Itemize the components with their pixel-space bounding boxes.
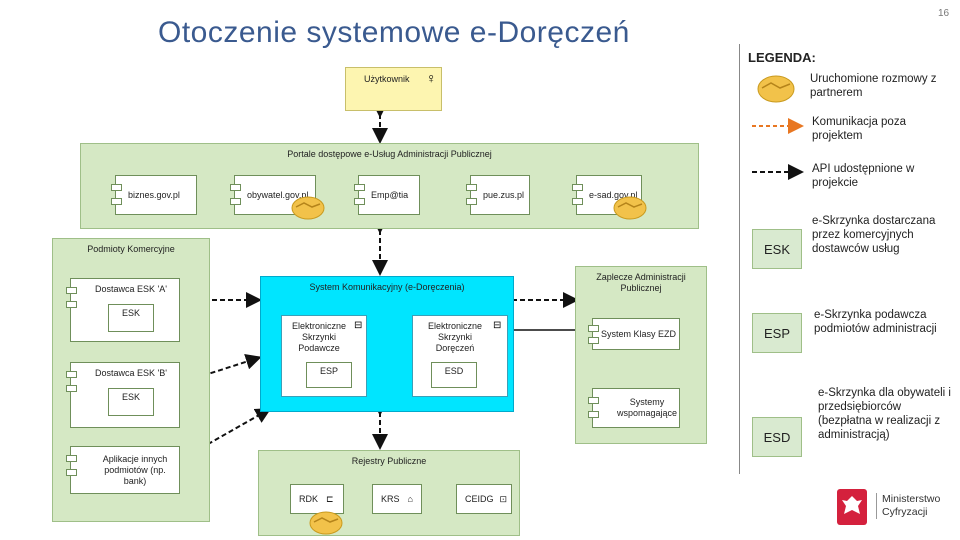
ezd-box: System Klasy EZD <box>588 318 680 350</box>
registries-title: Rejestry Publiczne <box>351 456 427 466</box>
esp-doc: ESP <box>306 362 352 388</box>
apps-label: Aplikacje innych podmiotów (np. bank) <box>102 453 168 486</box>
provider-b-label: Dostawca ESK 'B' <box>95 368 167 378</box>
delivery-box: Elektroniczne Skrzynki Doręczeń ⊟ ESD <box>412 315 508 397</box>
legend-esp-text: e-Skrzynka podawcza podmiotów administra… <box>814 309 937 335</box>
portal-item: pue.zus.pl <box>466 175 530 215</box>
legend-handshake-icon <box>757 75 795 103</box>
ezd-label: System Klasy EZD <box>601 329 677 339</box>
handshake-icon <box>309 511 343 535</box>
conn-providerB-system <box>166 354 262 395</box>
sender-box-label: Elektroniczne Skrzynki Podawcze <box>291 321 347 353</box>
commercial-title: Podmioty Komercyjne <box>87 244 175 254</box>
esk-doc-b: ESK <box>108 388 154 416</box>
esd-doc: ESD <box>431 362 477 388</box>
delivery-box-label: Elektroniczne Skrzynki Doręczeń <box>427 321 483 353</box>
portal-label: e-sad.gov.pl <box>589 190 638 200</box>
legend-esp-box: ESP <box>752 313 802 353</box>
person-icon: ♀ <box>426 70 437 86</box>
system-title: System Komunikacyjny (e-Doręczenia) <box>309 282 465 292</box>
esk-doc-a: ESK <box>108 304 154 332</box>
legend-black-text: API udostępnione w projekcie <box>812 163 915 189</box>
portal-label: obywatel.gov.pl <box>247 190 309 200</box>
database-icon: ⊏ <box>326 493 334 504</box>
support-box: Systemy wspomagające <box>588 388 680 428</box>
logo-line1: Ministerstwo <box>882 493 941 505</box>
portal-item: Emp@tia <box>354 175 420 215</box>
apps-box: Aplikacje innych podmiotów (np. bank) <box>66 446 180 494</box>
portals-title: Portale dostępowe e-Usług Administracji … <box>287 149 492 159</box>
portal-label: Emp@tia <box>371 190 409 200</box>
eagle-emblem-icon <box>837 489 867 525</box>
component-icon: ⊟ <box>493 320 502 331</box>
component-icon: ⊟ <box>354 320 363 331</box>
backend-title: Zaplecze Administracji Publicznej <box>596 272 686 293</box>
provider-a-label: Dostawca ESK 'A' <box>95 284 167 294</box>
logo-text: Ministerstwo Cyfryzacji <box>876 493 960 519</box>
portal-label: biznes.gov.pl <box>128 190 180 200</box>
handshake-icon <box>291 196 325 220</box>
legend-border <box>739 44 958 474</box>
legend-esk-box: ESK <box>752 229 802 269</box>
sender-box: Elektroniczne Skrzynki Podawcze ⊟ ESP <box>281 315 367 397</box>
page-title: Otoczenie systemowe e-Doręczeń <box>158 16 630 49</box>
handshake-icon <box>613 196 647 220</box>
registry-label: CEIDG <box>465 494 494 504</box>
database-icon: ⌂ <box>407 494 413 504</box>
legend-esd-text: e-Skrzynka dla obywateli i przedsiębiorc… <box>818 387 951 441</box>
legend-orange-text: Komunikacja poza projektem <box>812 116 906 142</box>
legend-esk-text: e-Skrzynka dostarczana przez komercyjnyc… <box>812 215 936 255</box>
legend-esd-box: ESD <box>752 417 802 457</box>
registry-item: KRS ⌂ <box>372 484 422 514</box>
user-box: Użytkownik ♀ <box>345 67 442 111</box>
portal-item: biznes.gov.pl <box>111 175 197 215</box>
legend-title: LEGENDA: <box>748 50 816 65</box>
legend-handshake-text: Uruchomione rozmowy z partnerem <box>810 73 937 99</box>
database-icon: ⊡ <box>499 493 508 504</box>
registry-item: RDK ⊏ <box>290 484 344 514</box>
support-label: Systemy wspomagające <box>616 397 678 418</box>
registry-label: KRS <box>381 494 400 504</box>
registry-item: CEIDG ⊡ <box>456 484 512 514</box>
user-label: Użytkownik <box>364 74 410 84</box>
registry-label: RDK <box>299 494 319 504</box>
page-number: 16 <box>938 8 950 19</box>
portal-label: pue.zus.pl <box>483 190 525 200</box>
logo-line2: Cyfryzacji <box>882 506 928 518</box>
